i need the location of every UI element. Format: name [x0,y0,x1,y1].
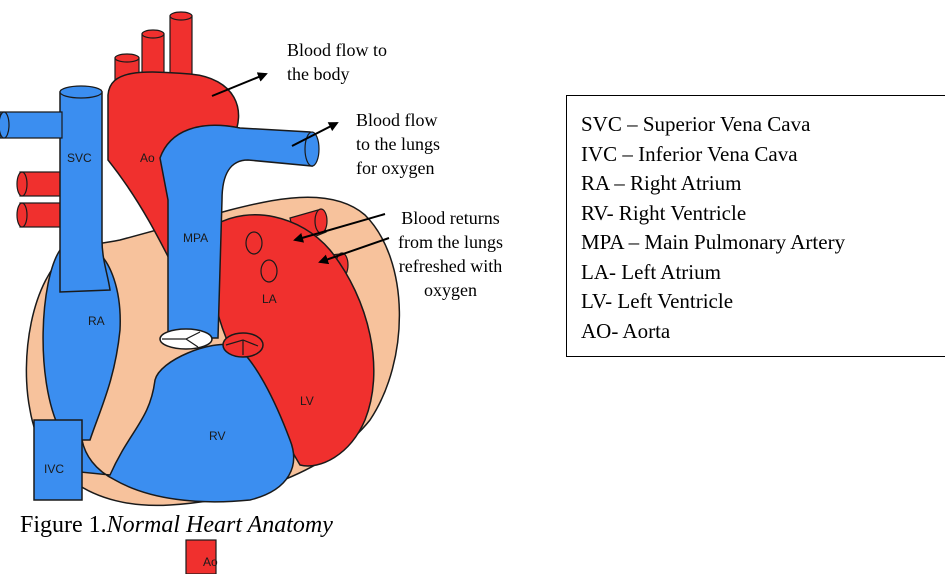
annotation-returns-line: from the lungs [398,230,503,254]
annotation-lung-flow-line: Blood flow [356,108,440,132]
figure-caption: Figure 1.Normal Heart Anatomy [20,512,333,539]
label-lv: LV [300,394,314,408]
label-svc: SVC [67,151,92,165]
legend-item: MPA – Main Pulmonary Artery [581,228,845,258]
legend-box: SVC – Superior Vena Cava IVC – Inferior … [566,95,945,357]
legend-item: SVC – Superior Vena Cava [581,110,845,140]
annotation-returns-line: oxygen [398,278,503,302]
label-la: LA [262,292,277,306]
annotation-body-flow: Blood flow to the body [287,38,387,86]
annotation-lung-flow-line: to the lungs [356,132,440,156]
legend-item: LV- Left Ventricle [581,287,845,317]
legend-item: AO- Aorta [581,317,845,347]
label-ra: RA [88,314,105,328]
figure-caption-prefix: Figure 1. [20,512,107,538]
legend-item: LA- Left Atrium [581,258,845,288]
annotation-body-flow-line: the body [287,62,387,86]
label-ivc: IVC [44,462,64,476]
annotation-returns-line: refreshed with [398,254,503,278]
label-mpa: MPA [183,231,208,245]
label-ao: Ao [140,151,155,165]
legend-item: RA – Right Atrium [581,169,845,199]
label-rv: RV [209,429,225,443]
figure-caption-title: Normal Heart Anatomy [107,512,333,538]
legend-item: IVC – Inferior Vena Cava [581,140,845,170]
annotation-body-flow-line: Blood flow to [287,38,387,62]
annotation-returns-line: Blood returns [398,206,503,230]
legend-item: RV- Right Ventricle [581,199,845,229]
annotation-lung-flow-line: for oxygen [356,156,440,180]
annotation-lung-flow: Blood flow to the lungs for oxygen [356,108,440,180]
legend-list: SVC – Superior Vena Cava IVC – Inferior … [581,110,845,346]
annotation-returns: Blood returns from the lungs refreshed w… [398,206,503,302]
label-ao-bottom: Ao [203,555,218,569]
